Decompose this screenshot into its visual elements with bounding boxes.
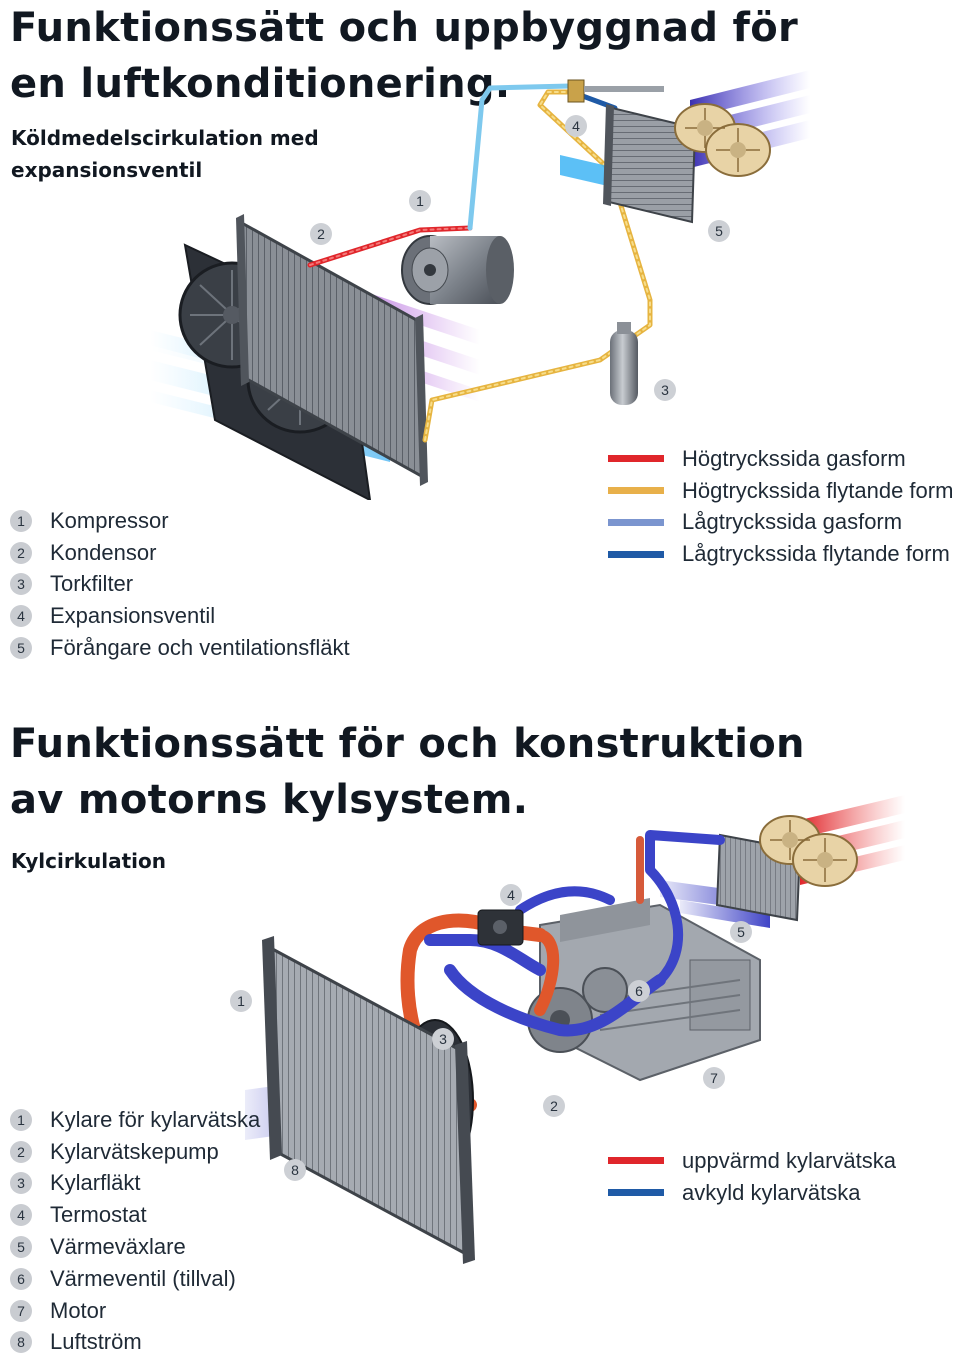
cooling-component-item: 6 Värmeventil (tillval) (10, 1263, 260, 1295)
ac-callout-5: 5 (708, 220, 730, 242)
component-number: 5 (10, 1236, 32, 1259)
cooling-component-item: 7 Motor (10, 1295, 260, 1327)
component-number: 4 (10, 1204, 32, 1227)
cooling-system-illustration (245, 795, 905, 1264)
line-key-item: avkyld kylarvätska (608, 1177, 896, 1209)
line-swatch (608, 1189, 664, 1197)
cooling-section: Funktionssätt för och konstruktion av mo… (0, 700, 960, 1362)
component-number: 7 (10, 1299, 32, 1322)
component-label: Förångare och ventilationsfläkt (50, 635, 350, 661)
cooling-title-line2: av motorns kylsystem. (10, 777, 529, 823)
ac-title-line1: Funktionssätt och uppbyggnad för (10, 5, 798, 51)
line-swatch (608, 550, 664, 558)
component-number: 1 (10, 1108, 32, 1131)
line-swatch (608, 1157, 664, 1165)
ac-title-line2: en luftkonditionering. (10, 61, 511, 107)
line-key-item: Högtryckssida gasform (608, 443, 953, 475)
line-key-label: Högtryckssida flytande form (682, 477, 954, 503)
ac-component-list: 1 Kompressor 2 Kondensor 3 Torkfilter 4 Expa… (10, 505, 350, 664)
component-label: Kompressor (50, 507, 169, 533)
component-label: Luftström (50, 1329, 142, 1355)
coolant-radiator (262, 936, 475, 1264)
component-label: Torkfilter (50, 571, 134, 597)
cooling-component-list: 1 Kylare för kylarvätska 2 Kylarvätskepump… (10, 1104, 260, 1358)
cooling-component-item: 1 Kylare för kylarvätska (10, 1104, 260, 1136)
line-key-item: uppvärmd kylarvätska (608, 1145, 896, 1177)
cooling-component-item: 2 Kylarvätskepump (10, 1136, 260, 1168)
line-key-item: Lågtryckssida gasform (608, 507, 953, 539)
cooling-callout-4: 4 (500, 884, 522, 906)
component-label: Värmeväxlare (50, 1234, 186, 1260)
cooling-component-item: 8 Luftström (10, 1327, 260, 1359)
component-label: Termostat (50, 1202, 147, 1228)
expansion-valve (567, 79, 664, 103)
compressor (401, 235, 514, 305)
condenser (236, 214, 428, 486)
cooling-callout-6: 6 (628, 980, 650, 1002)
ac-section: Funktionssätt och uppbyggnad för en luft… (0, 0, 960, 680)
ac-callout-3: 3 (654, 379, 676, 401)
ac-component-item: 5 Förångare och ventilationsfläkt (10, 632, 350, 664)
line-key-label: avkyld kylarvätska (682, 1179, 861, 1205)
cooling-subtitle: Kylcirkulation (11, 849, 166, 873)
line-key-label: Högtryckssida gasform (682, 445, 906, 471)
ac-callout-1: 1 (409, 190, 431, 212)
component-label: Motor (50, 1297, 107, 1323)
receiver-drier (610, 322, 638, 405)
component-label: Kylarvätskepump (50, 1138, 219, 1164)
ac-system-illustration (150, 70, 810, 500)
component-number: 5 (10, 637, 32, 660)
component-number: 4 (10, 605, 32, 628)
component-number: 6 (10, 1267, 32, 1290)
component-label: Värmeventil (tillval) (50, 1265, 236, 1291)
thermostat (477, 909, 524, 946)
component-number: 3 (10, 573, 32, 596)
cooling-component-item: 5 Värmeväxlare (10, 1231, 260, 1263)
ac-callout-2: 2 (310, 223, 332, 245)
component-label: Kondensor (50, 539, 157, 565)
ventilation-blower (674, 103, 771, 177)
cooling-callout-2: 2 (543, 1095, 565, 1117)
cooling-callout-8: 8 (284, 1159, 306, 1181)
cabin-blower (759, 815, 858, 887)
line-key-label: Lågtryckssida flytande form (682, 541, 950, 567)
ac-component-item: 3 Torkfilter (10, 569, 350, 601)
line-key-label: uppvärmd kylarvätska (682, 1147, 896, 1173)
component-number: 8 (10, 1331, 32, 1354)
cooling-callout-5: 5 (730, 921, 752, 943)
cooling-component-item: 4 Termostat (10, 1199, 260, 1231)
cooling-title: Funktionssätt för och konstruktion av mo… (10, 716, 805, 828)
component-number: 2 (10, 541, 32, 564)
ac-component-item: 4 Expansionsventil (10, 600, 350, 632)
ac-subtitle-line1: Köldmedelscirkulation med (11, 126, 319, 150)
component-number: 1 (10, 509, 32, 532)
cooling-title-line1: Funktionssätt för och konstruktion (10, 721, 805, 767)
cooling-callout-3: 3 (432, 1028, 454, 1050)
line-key-item: Högtryckssida flytande form (608, 475, 953, 507)
line-swatch (608, 455, 664, 463)
evaporator (603, 104, 697, 224)
component-label: Kylarfläkt (50, 1170, 141, 1196)
cooling-component-item: 3 Kylarfläkt (10, 1168, 260, 1200)
component-number: 2 (10, 1140, 32, 1163)
line-key-label: Lågtryckssida gasform (682, 509, 903, 535)
ac-title: Funktionssätt och uppbyggnad för en luft… (10, 0, 798, 112)
component-label: Kylare för kylarvätska (50, 1106, 261, 1132)
ac-subtitle-line2: expansionsventil (11, 158, 203, 182)
ac-subtitle: Köldmedelscirkulation med expansionsvent… (11, 122, 319, 186)
component-label: Expansionsventil (50, 603, 216, 629)
cooling-line-key: uppvärmd kylarvätska avkyld kylarvätska (608, 1145, 896, 1209)
cooling-callout-7: 7 (703, 1067, 725, 1089)
line-swatch (608, 487, 664, 495)
line-key-item: Lågtryckssida flytande form (608, 538, 953, 570)
ac-callout-4: 4 (565, 115, 587, 137)
line-swatch (608, 518, 664, 526)
cooling-callout-1: 1 (230, 990, 252, 1012)
ac-component-item: 1 Kompressor (10, 505, 350, 537)
ac-component-item: 2 Kondensor (10, 537, 350, 569)
ac-refrigerant-lines (307, 83, 653, 443)
component-number: 3 (10, 1172, 32, 1195)
ac-line-key: Högtryckssida gasform Högtryckssida flyt… (608, 443, 953, 570)
